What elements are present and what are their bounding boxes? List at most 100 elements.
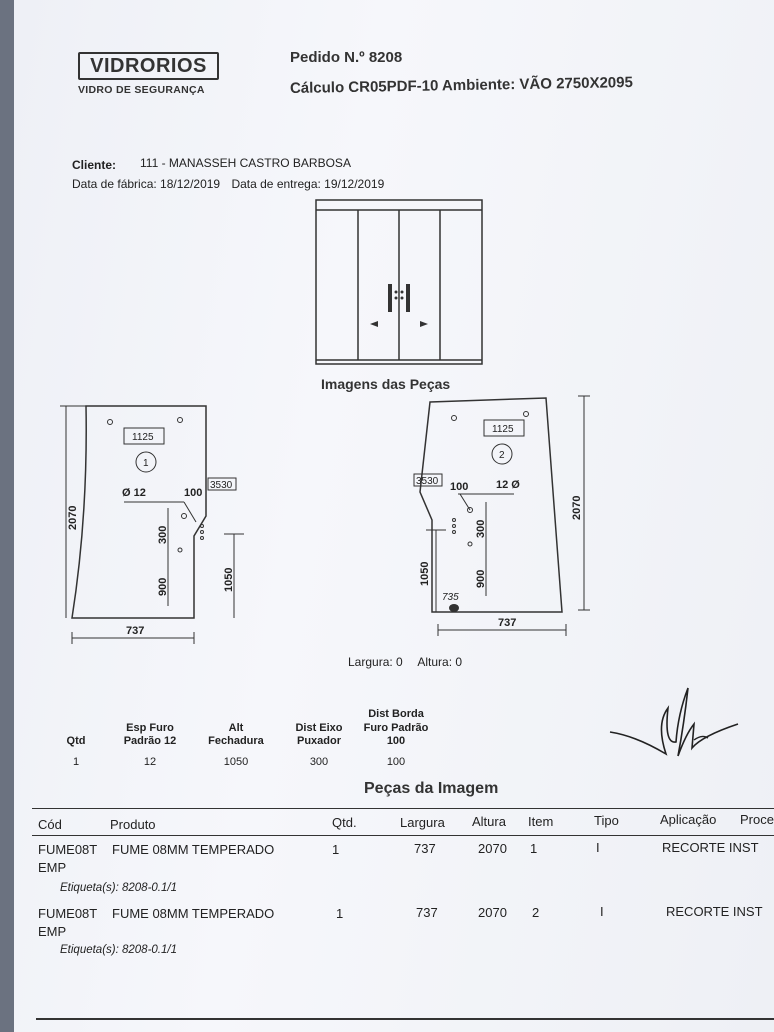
images-title: Imagens das Peças xyxy=(321,376,451,392)
piece-1-number: 1 xyxy=(143,458,149,469)
row-etiqueta: Etiqueta(s): 8208-0.1/1 xyxy=(60,944,177,956)
row-produto-cont: EMP xyxy=(38,924,67,939)
table-row: FUME08T FUME 08MM TEMPERADO EMP 1 737 20… xyxy=(32,904,774,964)
spec-header-dist-borda: Dist Borda Furo Padrão 100 xyxy=(363,708,429,747)
piece-2-number-circle xyxy=(491,443,513,465)
piece-1-handle-label: 1050 xyxy=(223,568,235,592)
piece-1-offset-label: 100 xyxy=(184,487,202,499)
hole-icon xyxy=(523,411,529,417)
hole-icon xyxy=(467,541,473,547)
piece-1-hole-label: Ø 12 xyxy=(122,487,146,499)
header-qtd: Qtd. xyxy=(332,815,357,830)
pieces-title: Peças da Imagem xyxy=(364,780,499,797)
row-aplicacao: RECORTE INST xyxy=(662,840,759,855)
calc-title: Cálculo CR05PDF-10 Ambiente: VÃO 2750X20… xyxy=(289,74,634,97)
row-cod: FUME08T xyxy=(38,842,98,857)
spec-value-dist-borda: 100 xyxy=(386,756,406,768)
row-item: 2 xyxy=(532,905,540,920)
spec-value-dist-eixo: 300 xyxy=(309,756,329,768)
header-cod: Cód xyxy=(38,817,62,832)
mark-icon xyxy=(449,604,459,612)
spec-header-alt-fechadura: Alt Fechadura xyxy=(208,721,264,747)
arrow-left-icon xyxy=(370,321,378,327)
row-produto: FUME 08MM TEMPERADO xyxy=(112,906,275,921)
dates-line: Data de fábrica: 18/12/2019 Data de entr… xyxy=(72,177,392,191)
document-sheet: VIDRORIOS VIDRO DE SEGURANÇA Pedido N.º … xyxy=(14,0,774,1032)
row-item: 1 xyxy=(530,841,538,856)
piece-1-drawing: 2070 1125 1 Ø 12 100 3530 300 900 1050 7… xyxy=(60,405,244,644)
row-produto-cont: EMP xyxy=(38,860,67,875)
piece-1-width: 737 xyxy=(126,625,144,637)
row-produto: FUME 08MM TEMPERADO xyxy=(112,842,275,857)
row-aplicacao: RECORTE INST xyxy=(666,904,763,919)
piece-1-number-circle xyxy=(135,451,157,473)
spec-header-dist-eixo: Dist Eixo Puxador xyxy=(295,721,343,747)
header-produto: Produto xyxy=(110,817,156,832)
piece-1-outline xyxy=(71,405,207,619)
summary-width: Largura: 0 xyxy=(348,655,403,669)
spec-value-alt-fechadura: 1050 xyxy=(223,756,249,768)
hole-icon xyxy=(467,507,473,513)
row-altura: 2070 xyxy=(478,905,507,920)
row-largura: 737 xyxy=(416,905,438,920)
piece-2-handle-label: 1050 xyxy=(419,562,431,586)
client-value: 111 - MANASSEH CASTRO BARBOSA xyxy=(140,156,351,170)
piece-2-axis-label: 300 xyxy=(475,520,487,538)
brand-logo: VIDRORIOS xyxy=(78,52,219,80)
spec-value-esp-furo: 12 xyxy=(143,756,157,768)
header-altura: Altura xyxy=(472,814,506,829)
row-etiqueta: Etiqueta(s): 8208-0.1/1 xyxy=(60,882,177,894)
piece-2-outline xyxy=(419,397,563,613)
hole-icon xyxy=(107,419,113,425)
order-number: Pedido N.º 8208 xyxy=(290,49,403,66)
hole-icon xyxy=(177,547,183,553)
row-qtd: 1 xyxy=(336,906,344,921)
spec-header-qtd: Qtd xyxy=(66,734,86,747)
piece-2-width: 737 xyxy=(498,617,516,629)
row-cod: FUME08T xyxy=(38,906,98,921)
header-proc: Proce xyxy=(740,812,774,827)
piece-2-height: 2070 xyxy=(571,496,583,520)
delivery-date: Data de entrega: 19/12/2019 xyxy=(231,177,385,191)
spec-value-qtd: 1 xyxy=(72,756,80,768)
piece-1-width-label: 1125 xyxy=(132,432,154,443)
handle-right-icon xyxy=(406,284,410,312)
hole-icon xyxy=(451,415,457,421)
header-largura: Largura xyxy=(400,815,445,830)
piece-2-note: 735 xyxy=(442,592,459,603)
hole-icon xyxy=(177,417,183,423)
piece-2-number: 2 xyxy=(499,450,505,461)
door-frame xyxy=(315,199,483,365)
piece-2-offset-label: 100 xyxy=(450,481,468,493)
table-row: FUME08T FUME 08MM TEMPERADO EMP 1 737 20… xyxy=(32,840,774,900)
piece-2-hole-label: 12 Ø xyxy=(496,479,520,491)
header-item: Item xyxy=(528,814,554,829)
piece-1-height: 2070 xyxy=(67,506,79,530)
piece-1-lower-label: 900 xyxy=(157,578,169,596)
summary-height: Altura: 0 xyxy=(417,655,463,669)
piece-2-code-label: 3530 xyxy=(416,476,439,487)
brand-tagline: VIDRO DE SEGURANÇA xyxy=(78,84,205,96)
row-largura: 737 xyxy=(414,841,436,856)
row-tipo: I xyxy=(596,840,600,855)
pieces-table-header: Cód Produto Qtd. Largura Altura Item Tip… xyxy=(32,808,774,836)
client-label: Cliente: xyxy=(72,158,117,172)
row-qtd: 1 xyxy=(332,842,340,857)
row-tipo: I xyxy=(600,904,604,919)
piece-2-lower-label: 900 xyxy=(475,570,487,588)
hole-icon xyxy=(181,513,187,519)
piece-2-drawing: 2070 1125 2 3530 100 12 Ø 300 900 1050 7… xyxy=(413,395,590,636)
header-aplicacao: Aplicação xyxy=(660,812,717,827)
row-altura: 2070 xyxy=(478,841,507,856)
piece-1-axis-label: 300 xyxy=(157,526,169,544)
header-tipo: Tipo xyxy=(594,813,619,828)
bottom-divider xyxy=(36,1018,774,1020)
handle-left-icon xyxy=(388,284,392,312)
summary-line: Largura: 0 Altura: 0 xyxy=(348,655,474,669)
signature-icon xyxy=(609,687,739,757)
spec-header-esp-furo: Esp Furo Padrão 12 xyxy=(123,721,177,747)
arrow-right-icon xyxy=(420,321,428,327)
piece-2-width-label: 1125 xyxy=(492,424,514,435)
factory-date: Data de fábrica: 18/12/2019 xyxy=(72,177,221,191)
door-overview-drawing xyxy=(315,199,483,365)
